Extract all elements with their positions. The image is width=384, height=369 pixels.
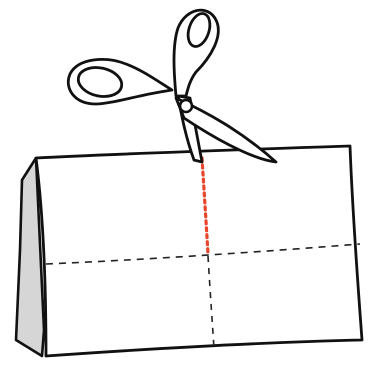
paper-front-panel (36, 146, 362, 356)
scissors-icon (68, 10, 276, 162)
pivot-screw-icon (180, 100, 192, 112)
